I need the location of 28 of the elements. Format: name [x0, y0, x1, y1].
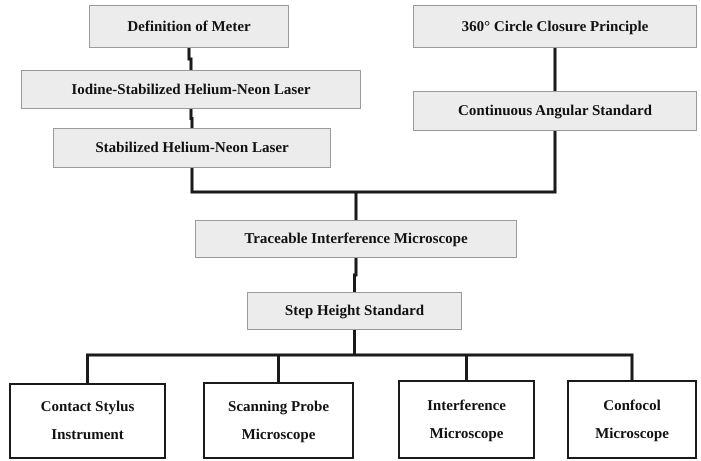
process-box	[247, 292, 462, 330]
process-box	[53, 128, 331, 168]
process-box	[413, 5, 697, 48]
method-box	[398, 380, 535, 459]
connector-line	[190, 109, 194, 128]
box-label: Definition of Meter	[127, 18, 251, 36]
method-box	[9, 383, 166, 459]
process-box	[195, 220, 517, 258]
box-label: Step Height Standard	[284, 302, 424, 320]
box-label: Continuous Angular Standard	[458, 102, 652, 120]
connector-line	[188, 48, 192, 70]
process-box	[413, 91, 697, 131]
box-label: Stabilized Helium-Neon Laser	[95, 139, 289, 157]
box-label: Traceable Interference Microscope	[244, 230, 468, 248]
box-label: Contact Stylus Instrument	[40, 398, 136, 445]
method-box	[203, 382, 354, 459]
process-box	[89, 5, 289, 48]
box-label: Scanning Probe Microscope	[227, 398, 330, 444]
connector-line	[353, 258, 358, 292]
connector-line	[354, 131, 556, 220]
box-label: 360° Circle Closure Principle	[462, 18, 648, 36]
box-label: Iodine-Stabilized Helium-Neon Laser	[71, 80, 311, 98]
box-label: Interference Microscope	[426, 396, 507, 444]
connector-line	[554, 48, 556, 91]
process-box	[21, 70, 361, 109]
method-box	[567, 380, 697, 459]
box-label: Confocol Microscope	[594, 396, 670, 444]
connector-line	[353, 330, 634, 380]
